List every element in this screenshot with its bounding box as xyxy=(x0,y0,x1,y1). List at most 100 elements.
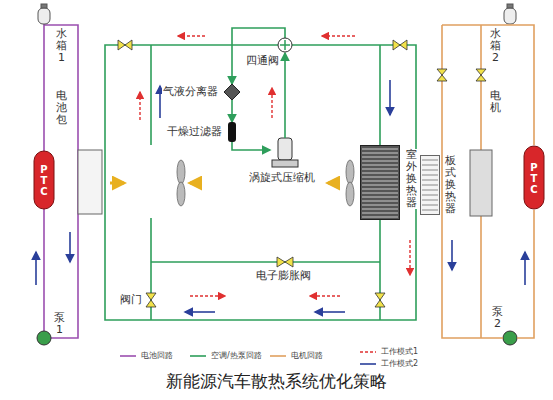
component-label: 电机 xyxy=(490,90,501,114)
outdoor-heat-exchanger-shape-part xyxy=(362,149,398,150)
motor-loop xyxy=(442,25,534,338)
air-arrow-part xyxy=(110,182,124,185)
plate-heat-exchanger-shape-part xyxy=(422,195,438,196)
motor-radiator xyxy=(470,150,492,216)
ptc-heater-shape-part xyxy=(34,151,54,209)
legend-sample xyxy=(270,353,288,359)
pump-part xyxy=(37,331,51,345)
pump-label: 泵1 xyxy=(54,312,65,336)
legend-text: 空调/热泵回路 xyxy=(211,350,262,361)
outdoor-heat-exchanger-shape-part xyxy=(362,157,398,158)
drying-filter-shape-part xyxy=(228,122,236,142)
node-heading: 涡旋式压缩机 xyxy=(248,172,316,184)
fan-part xyxy=(177,182,185,206)
legend-item: 工作模式2 xyxy=(360,358,418,369)
valve-part xyxy=(476,69,486,81)
mode1-arrow-part xyxy=(190,295,225,296)
mode1-arrow-part xyxy=(271,88,272,118)
refrigerant-pipe xyxy=(232,142,270,150)
legend-sample-part xyxy=(360,351,376,353)
mode2-arrow-part xyxy=(185,311,215,313)
plate-heat-exchanger-shape-part xyxy=(422,210,438,211)
mode1-arrow-part xyxy=(322,35,355,36)
outdoor-heat-exchanger-shape xyxy=(360,145,400,220)
water-tank-part xyxy=(41,4,47,8)
valve-part xyxy=(437,69,447,81)
valve-part xyxy=(118,40,132,50)
outdoor-heat-exchanger-shape-part xyxy=(362,213,398,214)
plate-heat-exchanger-shape-part xyxy=(422,180,438,181)
scroll-compressor: 涡旋式压缩机 xyxy=(270,132,300,168)
four-way-valve-shape-part xyxy=(280,40,290,50)
legend-text: 工作模式2 xyxy=(381,358,418,369)
legend-item: 电机回路 xyxy=(270,350,323,361)
outdoor-heat-exchanger-shape-part xyxy=(362,173,398,174)
fan xyxy=(177,160,354,206)
battery-plate-exchanger xyxy=(78,150,102,214)
mode1-arrow-part xyxy=(178,35,205,36)
outdoor-heat-exchanger-shape-part xyxy=(362,185,398,186)
valve-part xyxy=(375,293,385,307)
scroll-compressor-shape xyxy=(270,132,300,168)
legend-sample-part xyxy=(120,355,136,357)
mode2-arrow-part xyxy=(159,86,161,118)
valve-part xyxy=(277,257,293,267)
valve-label: 阀门 xyxy=(120,294,142,306)
pump-label: 泵2 xyxy=(492,306,503,330)
plate-heat-exchanger-shape-part xyxy=(422,160,438,161)
motor-radiator-part xyxy=(470,150,492,216)
valve-part xyxy=(393,40,407,50)
water-tank-part xyxy=(504,8,516,24)
legend-sample xyxy=(360,361,378,367)
mode1-arrow-part xyxy=(139,92,140,120)
outdoor-heat-exchanger-shape-part xyxy=(362,189,398,190)
ptc-heater-shape-part xyxy=(524,146,544,209)
drying-filter-shape xyxy=(228,122,236,142)
plate-heat-exchanger-shape-part xyxy=(422,200,438,201)
outdoor-heat-exchanger-shape-part xyxy=(362,153,398,154)
fan-part xyxy=(177,160,185,184)
plate-heat-exchanger-shape-part xyxy=(422,190,438,191)
motor-loop-part xyxy=(442,25,534,338)
air-arrow-part xyxy=(328,182,336,185)
mode2-arrow-part xyxy=(524,252,526,285)
mode2-arrow-part xyxy=(315,311,345,313)
refrigerant-pipe xyxy=(232,28,285,84)
legend-sample xyxy=(190,353,208,359)
plate-heat-exchanger-shape-part xyxy=(422,170,438,171)
scroll-compressor-shape-part xyxy=(272,160,298,167)
outdoor-heat-exchanger-shape-part xyxy=(362,177,398,178)
pump-part xyxy=(503,331,517,345)
four-way-valve: 四通阀 xyxy=(277,37,293,53)
component-label: 电池包 xyxy=(56,90,67,126)
valve xyxy=(118,40,486,307)
outdoor-heat-exchanger-shape-part xyxy=(362,181,398,182)
plate-heat-exchanger-shape-part xyxy=(422,175,438,176)
tank-label: 水箱2 xyxy=(490,28,501,64)
mode1-arrow-part xyxy=(409,240,410,275)
mode2-arrow-part xyxy=(69,232,71,262)
legend-sample-part xyxy=(190,355,206,357)
node-text: PTC xyxy=(529,161,539,194)
legend-sample-part xyxy=(270,355,286,357)
legend-text: 电池回路 xyxy=(141,350,173,361)
legend-item: 工作模式1 xyxy=(360,346,418,357)
node-heading: 气液分离器 xyxy=(162,86,219,98)
plate-heat-exchanger-shape-part xyxy=(422,165,438,166)
refrigerant-loop xyxy=(105,37,416,320)
outdoor-heat-exchanger-shape-part xyxy=(362,205,398,206)
valve-label: 电子膨胀阀 xyxy=(256,270,311,282)
mode2-arrow-part xyxy=(389,80,391,115)
node-heading: 室外换热器 xyxy=(405,149,418,209)
mode1-arrow-part xyxy=(310,295,340,296)
outdoor-heat-exchanger-shape-part xyxy=(361,146,400,220)
water-tank-part xyxy=(38,8,50,24)
mode2-arrow-part xyxy=(451,240,453,270)
water-tank xyxy=(38,4,516,24)
legend-sample xyxy=(120,353,138,359)
refrigerant-loop-part xyxy=(151,45,380,320)
tank-label: 水箱1 xyxy=(56,28,67,64)
outdoor-heat-exchanger-shape-part xyxy=(362,161,398,162)
plate-heat-exchanger-shape xyxy=(420,155,440,215)
